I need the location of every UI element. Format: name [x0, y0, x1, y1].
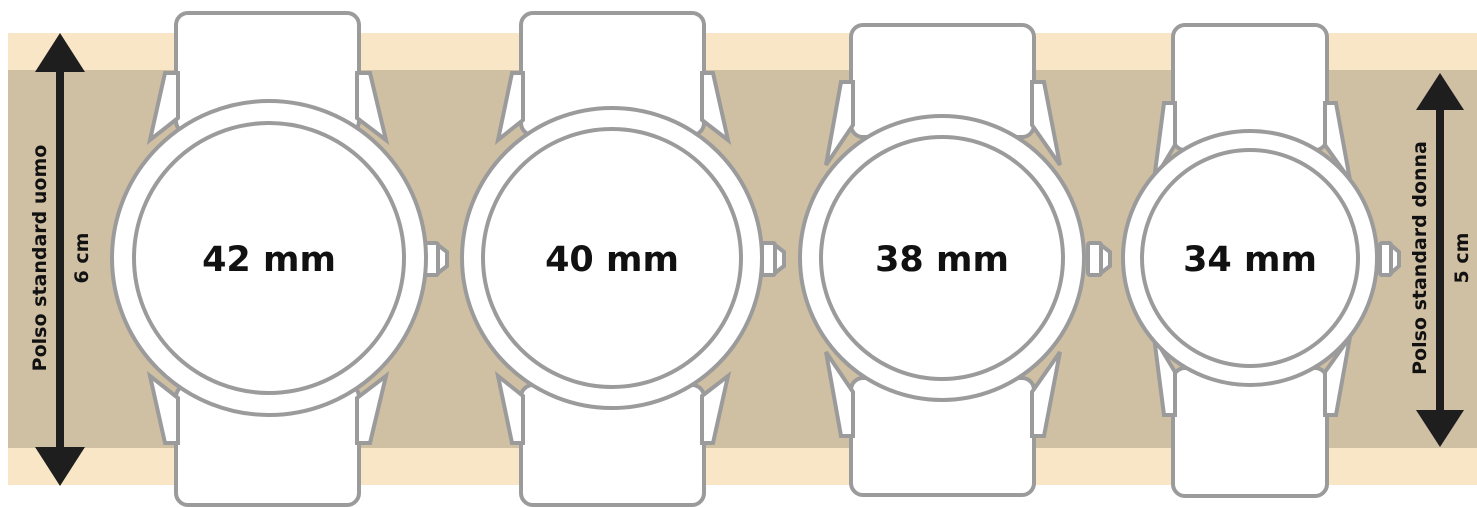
left-arrow-down-head	[35, 447, 85, 486]
watch-42mm: 42 mm	[112, 13, 447, 505]
left-wrist-title: Polso standard uomo	[29, 145, 51, 372]
watch-size-label: 38 mm	[875, 240, 1009, 280]
watch-40mm: 40 mm	[462, 13, 784, 505]
lug-bottom-right	[702, 376, 728, 443]
watch-38mm: 38 mm	[800, 25, 1110, 495]
crown-cap	[775, 245, 784, 273]
right-wrist-value: 5 cm	[1451, 233, 1473, 284]
watch-size-label: 42 mm	[202, 240, 336, 280]
left-arrow-shaft	[56, 70, 64, 448]
lug-top-left	[498, 73, 523, 140]
lug-bottom-left	[150, 376, 178, 443]
right-arrow-shaft	[1436, 108, 1444, 410]
strap-bottom	[1173, 368, 1327, 496]
right-wrist-measure: Polso standard donna 5 cm	[1409, 73, 1473, 447]
right-arrow-down-head	[1416, 410, 1464, 447]
lug-bottom-left	[498, 376, 523, 443]
lug-top-right	[702, 73, 728, 140]
left-arrow-up-head	[35, 33, 85, 72]
crown-cap	[1101, 245, 1110, 273]
right-arrow-up-head	[1416, 73, 1464, 110]
watch-34mm: 34 mm	[1123, 25, 1399, 496]
crown-cap	[438, 245, 447, 273]
watch-size-label: 40 mm	[545, 240, 679, 280]
left-wrist-value: 6 cm	[71, 233, 93, 284]
lug-top-left	[150, 73, 178, 140]
crown-cap	[1391, 245, 1399, 273]
right-wrist-title: Polso standard donna	[1409, 141, 1431, 375]
watch-size-label: 34 mm	[1183, 240, 1317, 280]
left-wrist-measure: Polso standard uomo 6 cm	[29, 33, 93, 486]
